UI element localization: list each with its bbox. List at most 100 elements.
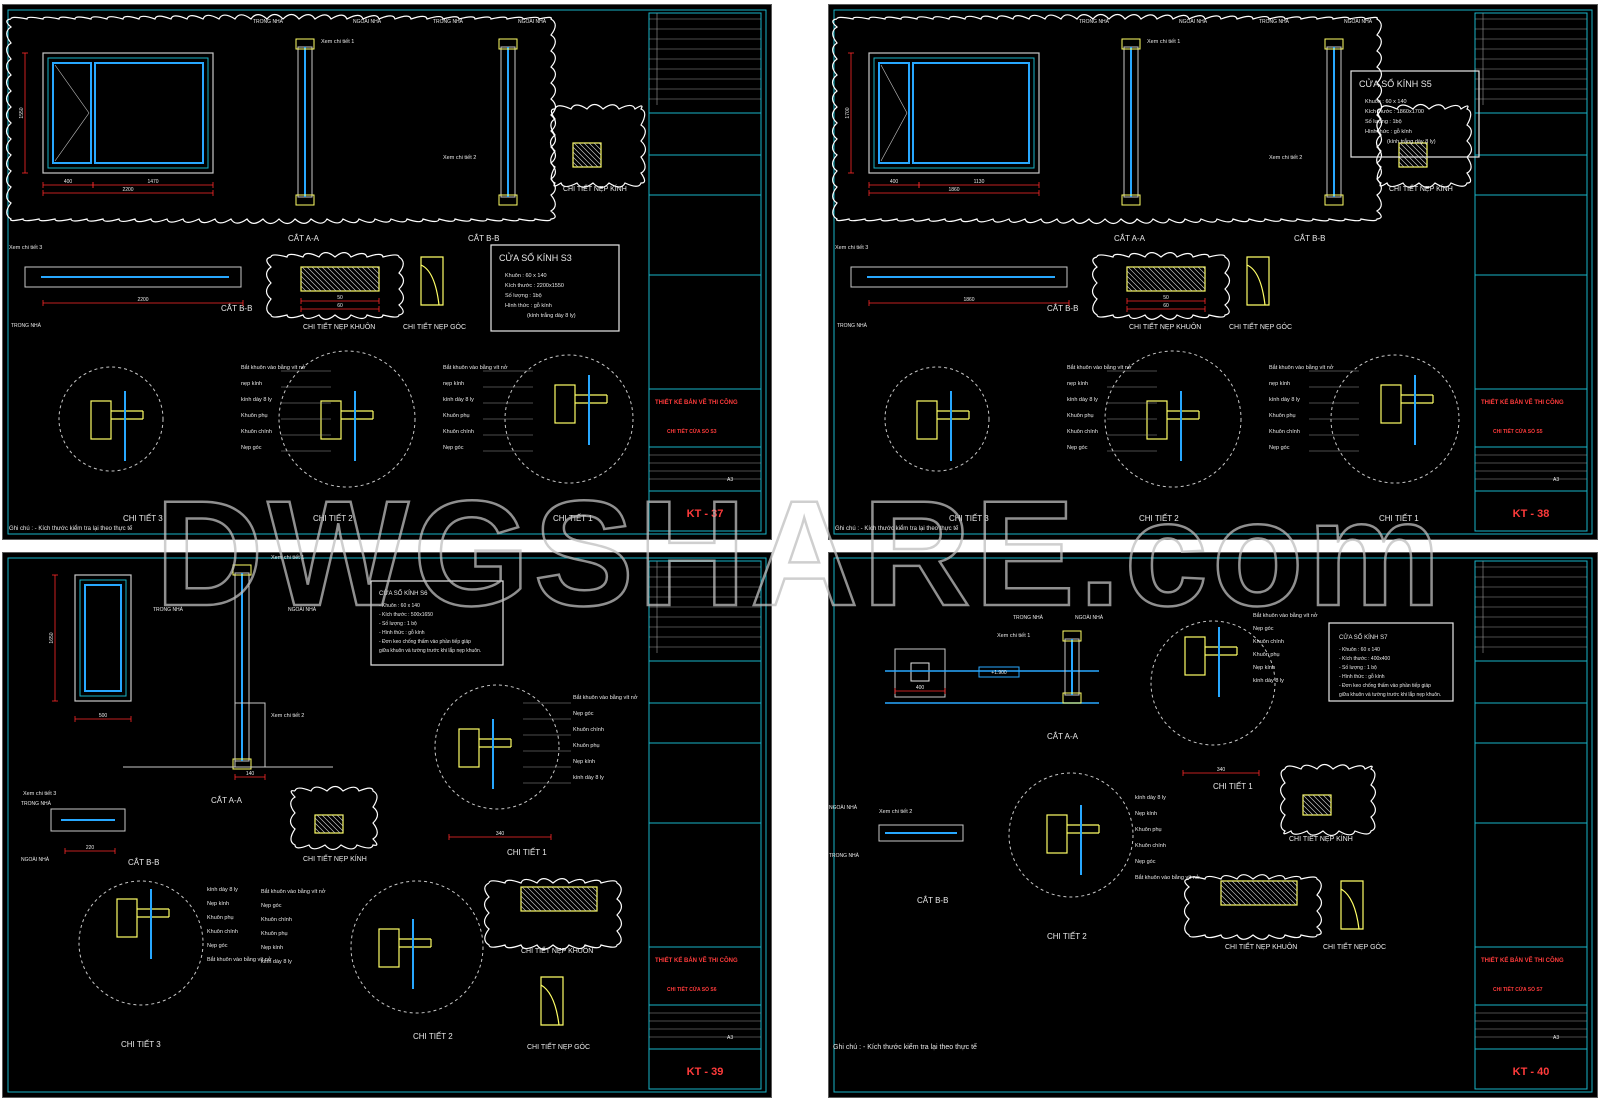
hatch-line xyxy=(300,285,307,292)
glass-pane xyxy=(84,584,122,692)
hatch-line xyxy=(321,814,341,834)
dimension-text: 60 xyxy=(1163,303,1169,309)
hatch-line xyxy=(1414,142,1428,156)
spec-line: Kích thước : 1860x1700 xyxy=(1365,109,1424,115)
spec-line: - Khuôn : 60 x 140 xyxy=(379,603,420,609)
hatch-line xyxy=(331,266,357,292)
hatch-line xyxy=(336,266,362,292)
hatch-line xyxy=(300,275,317,292)
callout-label: kính dày 8 ly xyxy=(207,887,238,893)
nep-goc-profile xyxy=(1246,256,1270,306)
callout-label: Bắt khuôn vào bằng vít nở xyxy=(207,956,272,963)
hatch-line xyxy=(1127,266,1153,292)
hatch-line xyxy=(1137,266,1163,292)
callout-label: Nẹp góc xyxy=(1135,859,1156,865)
tb-title: THIẾT KẾ BẢN VẼ THI CÔNG xyxy=(1481,956,1564,964)
callout-label: nẹp kính xyxy=(1067,381,1088,387)
detail-nep-goc-title: CHI TIẾT NẸP GÓC xyxy=(1229,321,1292,331)
see-detail-2: Xem chi tiết 2 xyxy=(271,713,304,719)
hatch-line xyxy=(1404,142,1428,166)
hatch-line xyxy=(591,886,598,893)
horizontal-section xyxy=(878,824,964,842)
hatch-line xyxy=(1271,880,1297,906)
opening-line xyxy=(880,64,908,114)
callout-label: Khuôn chính xyxy=(443,429,474,435)
general-note: Ghi chú : - Kích thước kiểm tra lại theo… xyxy=(833,1042,977,1051)
hatch-line xyxy=(1317,794,1332,809)
detail-3-circle xyxy=(884,366,990,472)
spec-line: - Hình thức : gỗ kính xyxy=(1339,673,1385,680)
section-aa-title: CẮT A-A xyxy=(1047,732,1079,741)
callout-label: kính dày 8 ly xyxy=(241,397,272,403)
detail-3-title: CHI TIẾT 3 xyxy=(949,513,989,523)
hatch-line xyxy=(1424,142,1428,146)
tb-title: THIẾT KẾ BẢN VẼ THI CÔNG xyxy=(655,956,738,964)
hatch-line xyxy=(1307,794,1329,816)
frame-sill xyxy=(295,194,315,206)
callout-label: Nẹp kính xyxy=(1253,665,1275,671)
hatch-line xyxy=(1312,794,1332,814)
hatch-line xyxy=(1126,275,1143,292)
hatch-line xyxy=(520,900,532,912)
spec-line: (kính trắng dày 8 ly) xyxy=(1387,138,1436,145)
hatch-line xyxy=(1398,156,1410,168)
detail-2-profile xyxy=(378,928,400,968)
detail-1-title: CHI TIẾT 1 xyxy=(1379,513,1419,523)
hatch-line xyxy=(1399,142,1425,168)
hatch-line xyxy=(1182,266,1206,290)
hatch-line xyxy=(593,142,602,151)
nep-goc-profile xyxy=(540,976,564,1026)
callout-label: Khuôn phụ xyxy=(1269,413,1296,419)
hatch-line xyxy=(1302,799,1319,816)
detail-3-title: CHI TIẾT 3 xyxy=(123,513,163,523)
cloud-nep-khuon xyxy=(265,252,405,320)
callout-label: kính dày 8 ly xyxy=(1253,678,1284,684)
callout-label: Khuôn chính xyxy=(241,429,272,435)
section-bb-title: CẮT B-B xyxy=(468,234,499,243)
hatch-line xyxy=(572,146,594,168)
hatch-line xyxy=(586,886,598,898)
cloud-nep-khuon xyxy=(483,878,623,950)
hatch-line xyxy=(301,266,327,292)
frame-head xyxy=(232,564,252,576)
detail-3-circle xyxy=(58,366,164,472)
hatch-line xyxy=(598,142,602,146)
hatch-line xyxy=(1302,809,1309,816)
callout-label: Nẹp kính xyxy=(261,945,283,951)
spec-line: - Số lượng : 1 bộ xyxy=(379,621,417,627)
frame-sill xyxy=(1062,692,1082,704)
hatch-line xyxy=(520,905,527,912)
hatch-line xyxy=(561,886,587,912)
label-inside: TRONG NHÀ xyxy=(1013,614,1044,621)
hatch-line xyxy=(300,280,312,292)
detail-3-profile xyxy=(90,400,112,440)
spec-box xyxy=(490,244,620,332)
hatch-line xyxy=(1197,266,1206,275)
hatch-line xyxy=(572,151,589,168)
detail-2-circle xyxy=(1008,772,1134,898)
section-bb-title: CẮT B-B xyxy=(1294,234,1325,243)
detail-2-profile xyxy=(1146,400,1168,440)
hatch-line xyxy=(1398,161,1405,168)
dimension-text: 500 xyxy=(99,713,108,719)
callout-label: Bắt khuôn vào bằng vít nở xyxy=(261,888,326,895)
section-bb-title: CẮT B-B xyxy=(128,858,159,867)
see-detail-3: Xem chi tiết 3 xyxy=(9,245,42,251)
horizontal-section xyxy=(50,808,126,832)
detail-1-circle xyxy=(1150,620,1276,746)
spec-title: CỬA SỔ KÍNH S6 xyxy=(379,590,428,597)
spec-box xyxy=(1350,70,1480,158)
hatch-line xyxy=(1256,880,1282,906)
window-frame xyxy=(873,57,1035,169)
hatch-line xyxy=(546,886,572,912)
hatch-line xyxy=(1261,880,1287,906)
dimension-text: 2200 xyxy=(137,297,148,303)
detail-nep-khuon-title: CHI TIẾT NẸP KHUÔN xyxy=(1225,941,1297,951)
hatch-line xyxy=(1152,266,1178,292)
cloud-nep-kinh xyxy=(289,785,379,851)
section-aa-title: CẮT A-A xyxy=(1114,234,1146,243)
